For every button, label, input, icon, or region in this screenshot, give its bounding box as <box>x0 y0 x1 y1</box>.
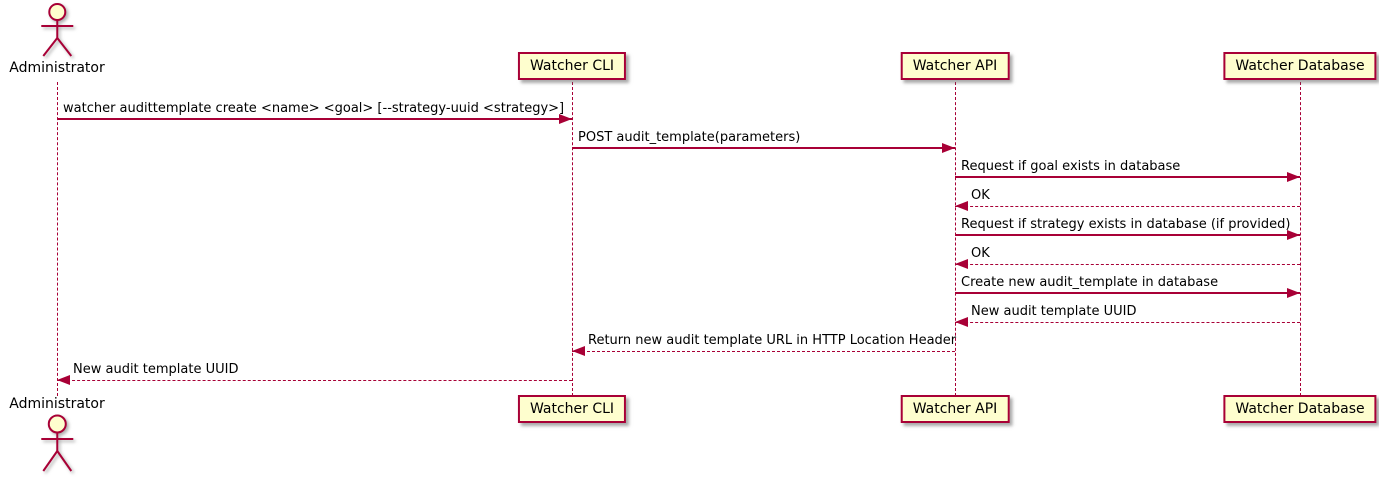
message-line-8 <box>955 322 1300 323</box>
message-arrowhead-5 <box>1287 230 1300 240</box>
message-line-6 <box>955 264 1300 265</box>
actor-administrator-top: Administrator <box>9 2 105 77</box>
message-arrowhead-10 <box>57 375 70 385</box>
message-line-10 <box>57 380 572 381</box>
message-label-4: OK <box>971 188 990 203</box>
lifeline-administrator <box>57 82 58 396</box>
participant-box-watcher-api-bottom: Watcher API <box>900 395 1010 423</box>
message-line-5 <box>955 234 1300 236</box>
message-label-2: POST audit_template(parameters) <box>578 130 801 145</box>
message-arrowhead-8 <box>955 317 968 327</box>
message-arrowhead-4 <box>955 201 968 211</box>
actor-administrator-bottom: Administrator <box>9 396 105 475</box>
message-line-2 <box>572 147 955 149</box>
message-arrowhead-9 <box>572 346 585 356</box>
message-line-9 <box>572 351 955 352</box>
participant-box-watcher-database-bottom: Watcher Database <box>1223 395 1377 423</box>
message-arrowhead-2 <box>942 143 955 153</box>
lifeline-watcher-cli <box>572 82 573 396</box>
actor-label: Administrator <box>9 60 105 76</box>
message-line-3 <box>955 176 1300 178</box>
actor-stick-figure-icon <box>41 3 73 57</box>
message-line-1 <box>57 118 572 120</box>
actor-stick-figure-icon <box>41 414 73 472</box>
message-label-3: Request if goal exists in database <box>961 159 1181 174</box>
actor-label: Administrator <box>9 396 105 412</box>
message-arrowhead-3 <box>1287 172 1300 182</box>
message-label-7: Create new audit_template in database <box>961 275 1219 290</box>
participant-box-watcher-cli-bottom: Watcher CLI <box>517 395 627 423</box>
participant-box-watcher-api-top: Watcher API <box>900 52 1010 80</box>
message-label-1: watcher audittemplate create <name> <goa… <box>63 101 565 116</box>
lifeline-watcher-api <box>955 82 956 396</box>
participant-box-watcher-database-top: Watcher Database <box>1223 52 1377 80</box>
message-label-5: Request if strategy exists in database (… <box>961 217 1291 232</box>
message-label-9: Return new audit template URL in HTTP Lo… <box>588 333 957 348</box>
message-label-8: New audit template UUID <box>971 304 1137 319</box>
message-arrowhead-6 <box>955 259 968 269</box>
participant-box-watcher-cli-top: Watcher CLI <box>517 52 627 80</box>
message-arrowhead-7 <box>1287 288 1300 298</box>
lifeline-watcher-database <box>1300 82 1301 396</box>
message-label-6: OK <box>971 246 990 261</box>
message-line-4 <box>955 206 1300 207</box>
message-label-10: New audit template UUID <box>73 362 239 377</box>
message-arrowhead-1 <box>559 114 572 124</box>
message-line-7 <box>955 292 1300 294</box>
